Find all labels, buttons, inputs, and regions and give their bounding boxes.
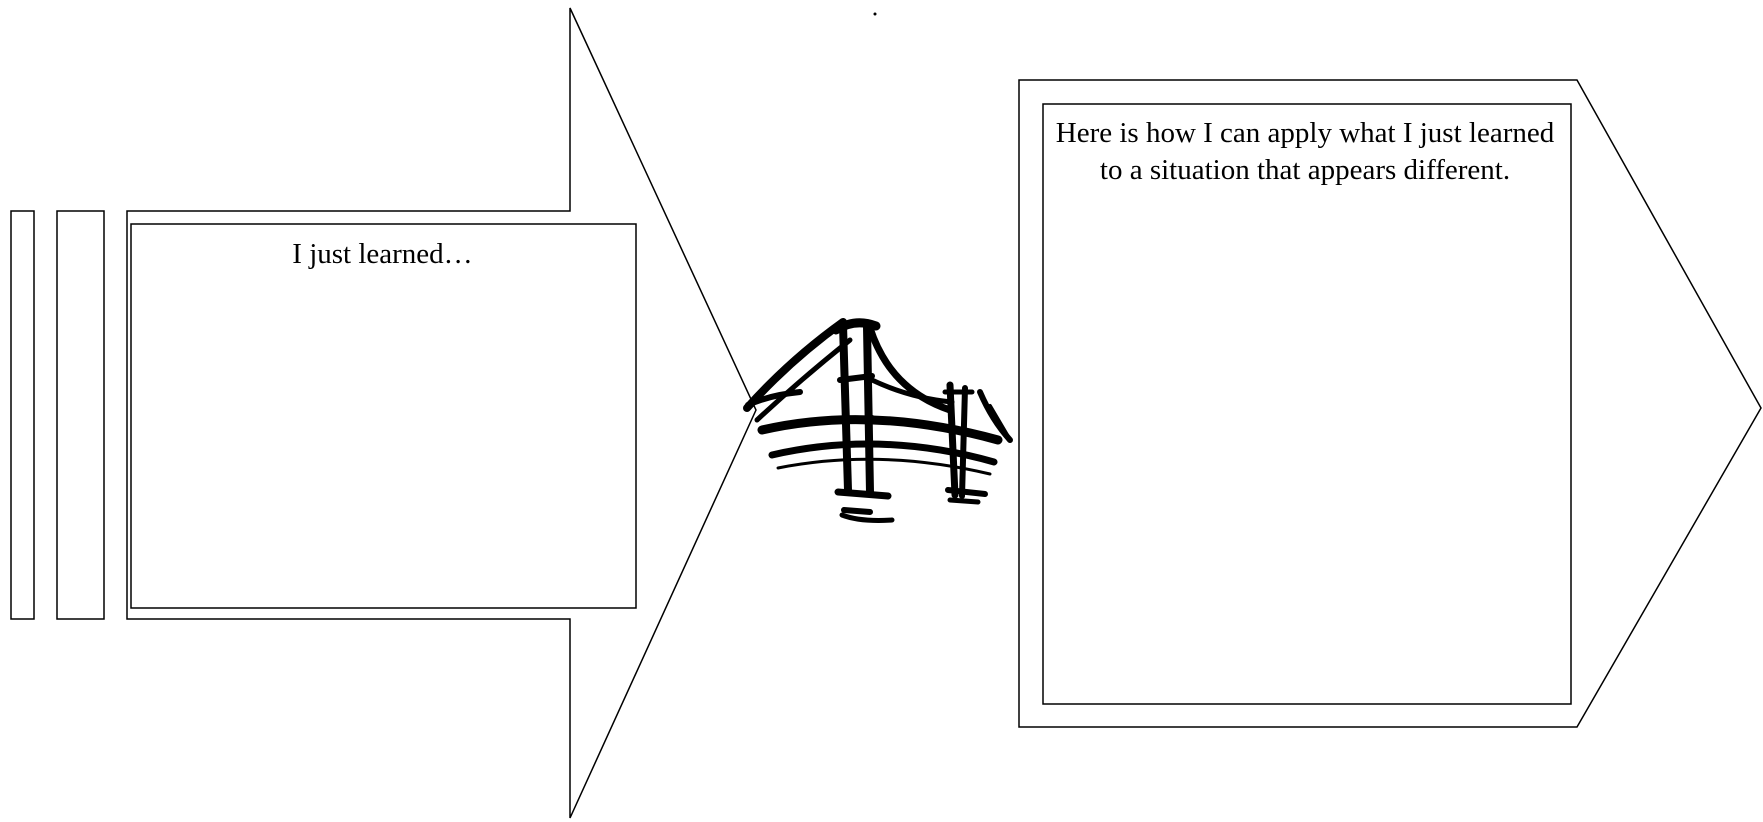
bridge-icon: [743, 318, 1013, 523]
arrow-stripe-1: [10, 210, 35, 620]
stray-dot: [873, 12, 877, 16]
arrow-stripe-2: [56, 210, 105, 620]
apply-prompt-text: Here is how I can apply what I just lear…: [1055, 117, 1555, 186]
learned-box: [130, 223, 637, 609]
apply-box: [1042, 103, 1572, 705]
learned-prompt-text: I just learned…: [292, 238, 473, 270]
